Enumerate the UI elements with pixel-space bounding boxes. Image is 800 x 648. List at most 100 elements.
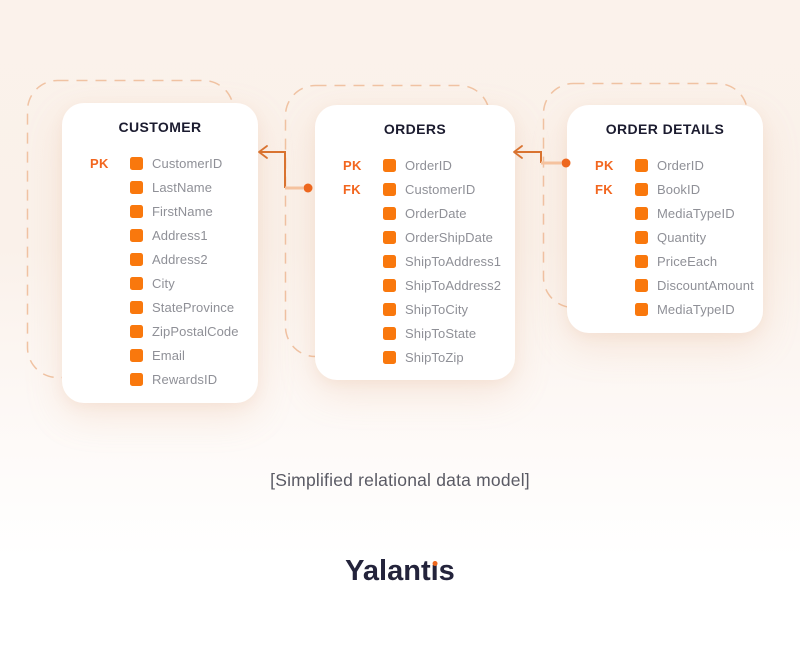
field-label: OrderDate <box>405 205 467 221</box>
field-icon <box>383 182 396 196</box>
field-row: FK CustomerID <box>315 177 515 201</box>
field-icon <box>130 372 143 386</box>
field-icon <box>635 230 648 244</box>
field-label: LastName <box>152 179 213 195</box>
field-label: ShipToAddress2 <box>405 277 502 293</box>
logo-letter-i: ı <box>430 555 439 587</box>
field-row: FK BookID <box>567 177 763 201</box>
field-icon <box>130 156 143 170</box>
field-label: ShipToAddress1 <box>405 253 502 269</box>
field-row: PriceEach <box>567 249 763 273</box>
field-icon <box>383 230 396 244</box>
field-icon <box>383 350 396 364</box>
field-label: Address1 <box>152 227 208 243</box>
key-badge: FK <box>343 181 361 197</box>
field-icon <box>635 182 648 196</box>
field-icon <box>130 180 143 194</box>
field-row: MediaTypeID <box>567 201 763 225</box>
field-row: ShipToAddress1 <box>315 249 515 273</box>
field-icon <box>130 348 143 362</box>
field-row: Email <box>62 343 258 367</box>
field-row: StateProvince <box>62 295 258 319</box>
field-label: FirstName <box>152 203 213 219</box>
diagram-caption: [Simplified relational data model] <box>270 470 530 490</box>
field-icon <box>383 254 396 268</box>
relation-orderdetails-to-orders <box>513 145 571 168</box>
field-row: ShipToZip <box>315 345 515 369</box>
field-icon <box>130 300 143 314</box>
field-label: MediaTypeID <box>657 301 735 317</box>
key-badge: PK <box>595 157 614 173</box>
field-icon <box>130 252 143 266</box>
logo-text-suffix: s <box>438 555 455 587</box>
field-row: Address2 <box>62 247 258 271</box>
field-label: CustomerID <box>405 181 476 197</box>
field-row: PK OrderID <box>567 153 763 177</box>
logo-text-prefix: Yalant <box>345 555 431 587</box>
connector-line <box>260 151 286 188</box>
field-row: City <box>62 271 258 295</box>
key-badge: PK <box>90 155 109 171</box>
key-badge: PK <box>343 157 362 173</box>
field-row: Address1 <box>62 223 258 247</box>
field-row: ZipPostalCode <box>62 319 258 343</box>
field-row: MediaTypeID <box>567 297 763 321</box>
field-label: DiscountAmount <box>657 277 754 293</box>
field-row: OrderDate <box>315 201 515 225</box>
field-icon <box>130 204 143 218</box>
connector-dot-icon <box>303 183 313 193</box>
field-icon <box>383 302 396 316</box>
logo-dot-icon <box>432 560 438 566</box>
field-label: ShipToCity <box>405 301 469 317</box>
field-icon <box>130 228 143 242</box>
relation-orders-to-customer <box>258 145 313 193</box>
table-card-order-details: ORDER DETAILS PK OrderID FK BookID MediaType… <box>567 105 763 333</box>
field-row: OrderShipDate <box>315 225 515 249</box>
connector-line <box>515 151 542 163</box>
field-row: ShipToState <box>315 321 515 345</box>
field-label: OrderID <box>657 157 704 173</box>
field-label: ShipToZip <box>405 349 464 365</box>
field-icon <box>130 324 143 338</box>
field-row: Quantity <box>567 225 763 249</box>
arrow-left-icon <box>513 145 523 159</box>
field-row: ShipToCity <box>315 297 515 321</box>
field-label: BookID <box>657 181 701 197</box>
field-icon <box>383 158 396 172</box>
field-label: Email <box>152 347 186 363</box>
arrow-left-icon <box>258 145 268 159</box>
key-badge: FK <box>595 181 613 197</box>
field-icon <box>635 158 648 172</box>
field-label: StateProvince <box>152 299 235 315</box>
field-row: LastName <box>62 175 258 199</box>
field-label: RewardsID <box>152 371 218 387</box>
field-row: PK OrderID <box>315 153 515 177</box>
field-row: ShipToAddress2 <box>315 273 515 297</box>
field-label: OrderShipDate <box>405 229 494 245</box>
field-label: MediaTypeID <box>657 205 735 221</box>
field-icon <box>383 206 396 220</box>
field-icon <box>635 278 648 292</box>
table-title: CUSTOMER <box>118 119 202 135</box>
field-row: RewardsID <box>62 367 258 391</box>
table-title: ORDER DETAILS <box>605 121 725 137</box>
field-label: City <box>152 275 175 291</box>
field-label: Address2 <box>152 251 208 267</box>
field-icon <box>635 206 648 220</box>
field-icon <box>635 254 648 268</box>
field-label: OrderID <box>405 157 452 173</box>
field-label: PriceEach <box>657 253 718 269</box>
table-title: ORDERS <box>383 121 447 137</box>
field-label: ShipToState <box>405 325 477 341</box>
field-icon <box>383 326 396 340</box>
field-label: Quantity <box>657 229 707 245</box>
field-icon <box>130 276 143 290</box>
field-row: DiscountAmount <box>567 273 763 297</box>
